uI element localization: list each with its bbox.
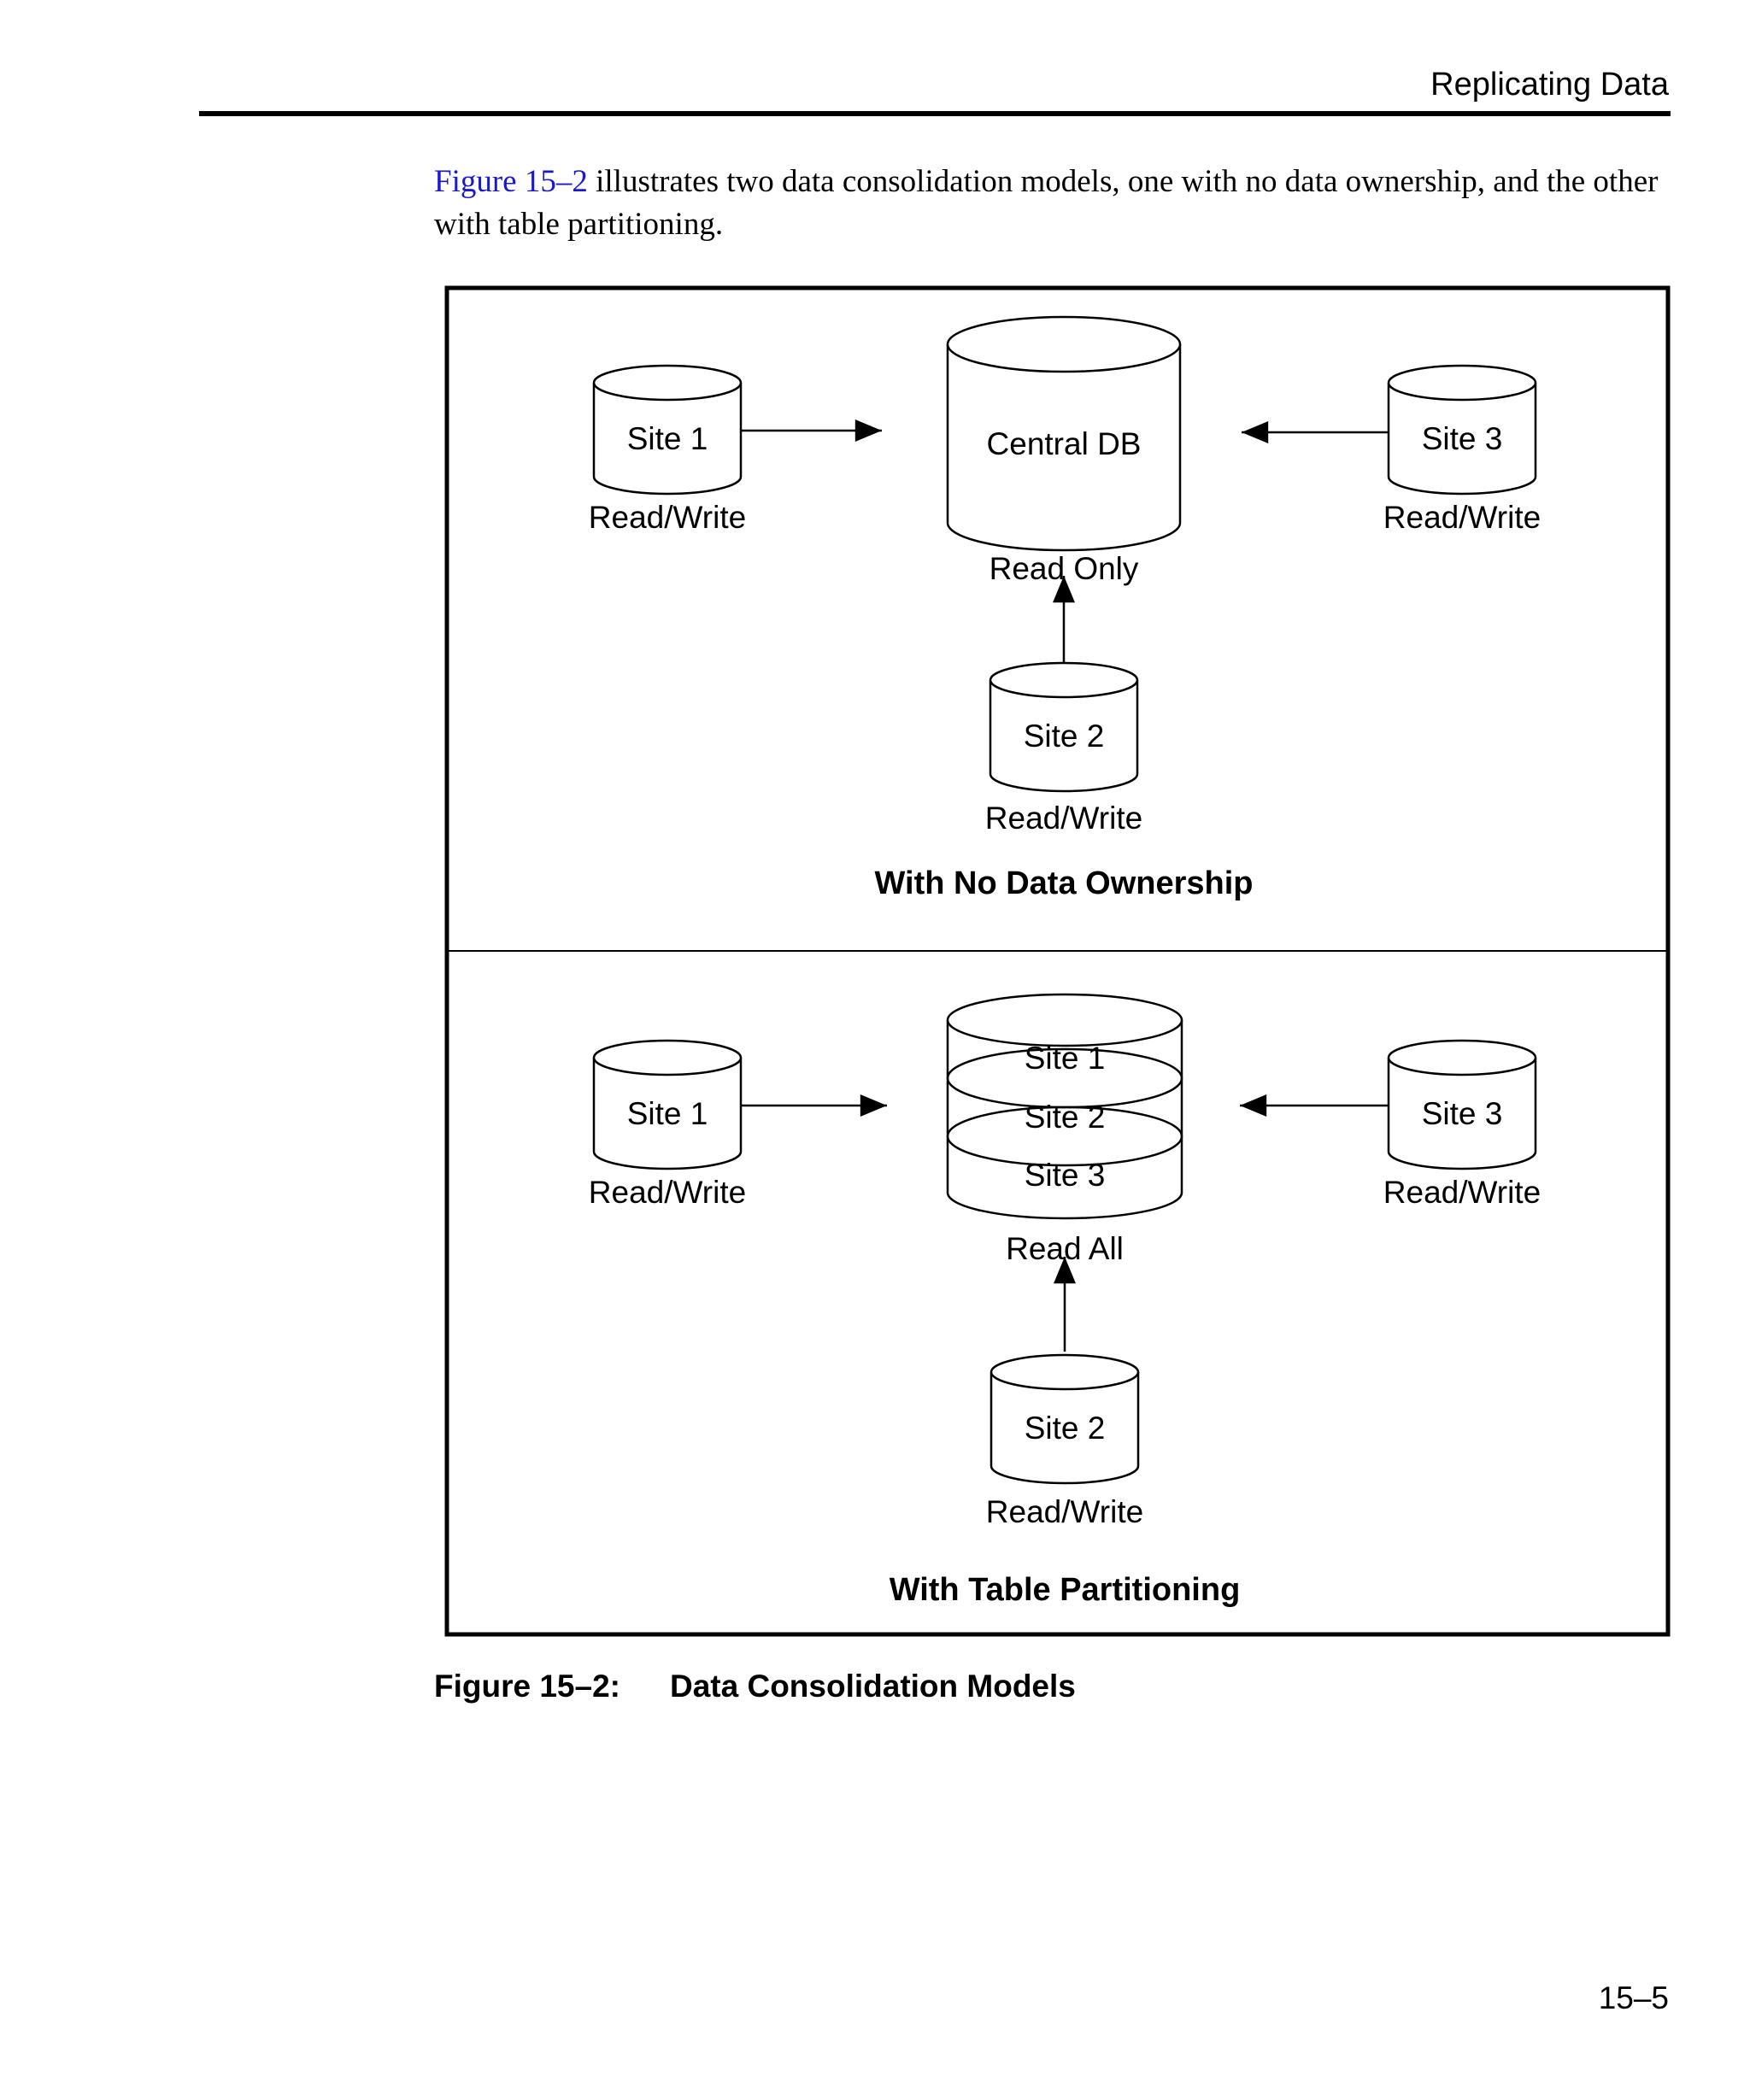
top-site2-access: Read/Write — [985, 801, 1142, 836]
top-central-db-label: Central DB — [987, 426, 1142, 461]
top-site1-cylinder — [592, 364, 743, 496]
figure-cross-reference-link[interactable]: Figure 15–2 — [434, 164, 588, 199]
intro-paragraph: Figure 15–2 illustrates two data consoli… — [434, 161, 1665, 246]
top-site3-cylinder — [1387, 364, 1537, 496]
bottom-site1-label: Site 1 — [627, 1096, 708, 1131]
top-site3-access: Read/Write — [1383, 500, 1541, 535]
bottom-panel-title: With Table Partitioning — [890, 1572, 1241, 1608]
figure-caption: Figure 15–2: Data Consolidation Models — [434, 1669, 1076, 1704]
bottom-panel: Site 1 Read/Write Site 1 Site 2 Site 3 R… — [589, 993, 1541, 1608]
bottom-site1-cylinder — [592, 1039, 743, 1170]
top-site1-access: Read/Write — [589, 500, 746, 535]
header-rule — [199, 111, 1671, 116]
bottom-db-layer-site3: Site 3 — [1025, 1158, 1106, 1193]
top-site3-label: Site 3 — [1422, 421, 1503, 456]
caption-label: Figure 15–2: — [434, 1669, 620, 1704]
bottom-partitioned-db-cylinder — [946, 993, 1183, 1220]
page-number: 15–5 — [1598, 1980, 1669, 2015]
top-panel: Site 1 Read/Write Central DB Read Only S… — [589, 315, 1541, 901]
top-central-db-cylinder — [946, 315, 1182, 552]
bottom-site2-label: Site 2 — [1025, 1411, 1106, 1446]
bottom-site3-access: Read/Write — [1383, 1175, 1541, 1210]
running-header-title: Replicating Data — [1430, 67, 1669, 103]
bottom-site3-cylinder — [1387, 1039, 1537, 1170]
top-panel-title: With No Data Ownership — [874, 865, 1253, 901]
bottom-site2-access: Read/Write — [986, 1494, 1143, 1529]
top-site1-label: Site 1 — [627, 421, 708, 456]
top-site2-cylinder — [989, 661, 1139, 793]
top-site2-label: Site 2 — [1024, 719, 1105, 754]
bottom-site3-label: Site 3 — [1422, 1096, 1503, 1131]
bottom-db-layer-site2: Site 2 — [1025, 1100, 1106, 1135]
bottom-site1-access: Read/Write — [589, 1175, 746, 1210]
bottom-db-layer-site1: Site 1 — [1025, 1041, 1106, 1076]
caption-title: Data Consolidation Models — [670, 1669, 1076, 1704]
intro-text: illustrates two data consolidation model… — [434, 164, 1659, 242]
bottom-site2-cylinder — [990, 1353, 1140, 1485]
figure-frame — [444, 285, 1671, 1637]
